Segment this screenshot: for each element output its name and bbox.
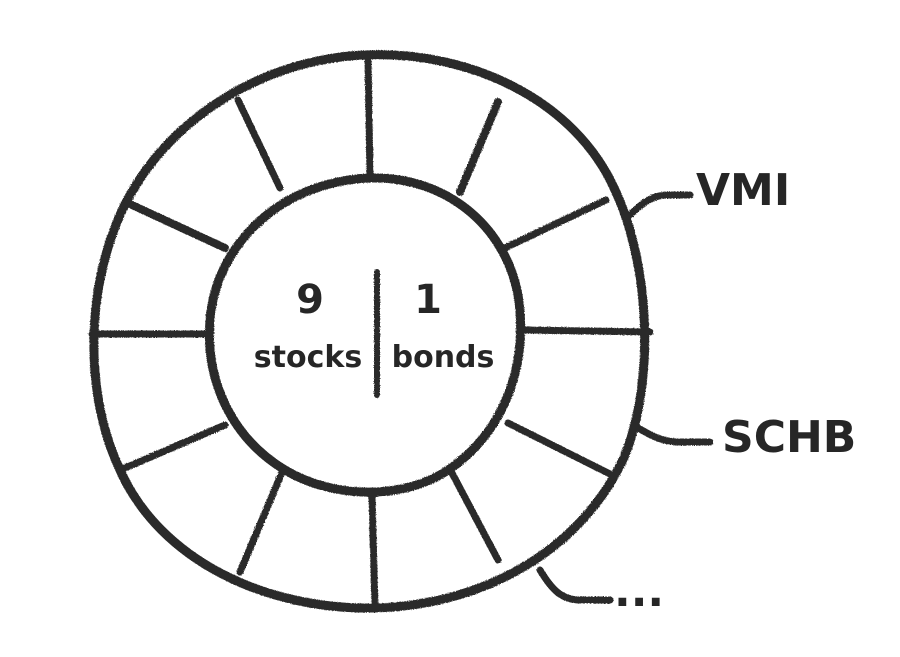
stocks-count: 9: [296, 277, 324, 323]
segment-divider: [448, 469, 502, 564]
segment-divider: [368, 493, 379, 611]
callout-label-vmi: VMI: [696, 165, 790, 216]
segment-divider: [504, 419, 616, 479]
segment-divider: [518, 326, 654, 336]
stocks-label: stocks: [254, 340, 362, 375]
callout-label-schb: SCHB: [722, 412, 856, 463]
inner-ring: [204, 173, 526, 497]
segment-divider: [456, 98, 502, 196]
bonds-count: 1: [414, 277, 442, 323]
segment-divider: [234, 96, 284, 192]
segment-divider: [128, 201, 229, 252]
segment-divider: [501, 196, 610, 252]
segment-divider: [121, 421, 229, 472]
callout-label-more: ...: [614, 566, 664, 617]
segment-divider: [364, 54, 374, 180]
callout-leader-schb: [634, 424, 714, 446]
segment-divider: [236, 466, 287, 576]
ring-segment-dividers: [88, 54, 654, 611]
bonds-label: bonds: [392, 340, 495, 375]
callout-leader-more: [536, 566, 614, 604]
callout-leader-vmi: [626, 191, 694, 219]
